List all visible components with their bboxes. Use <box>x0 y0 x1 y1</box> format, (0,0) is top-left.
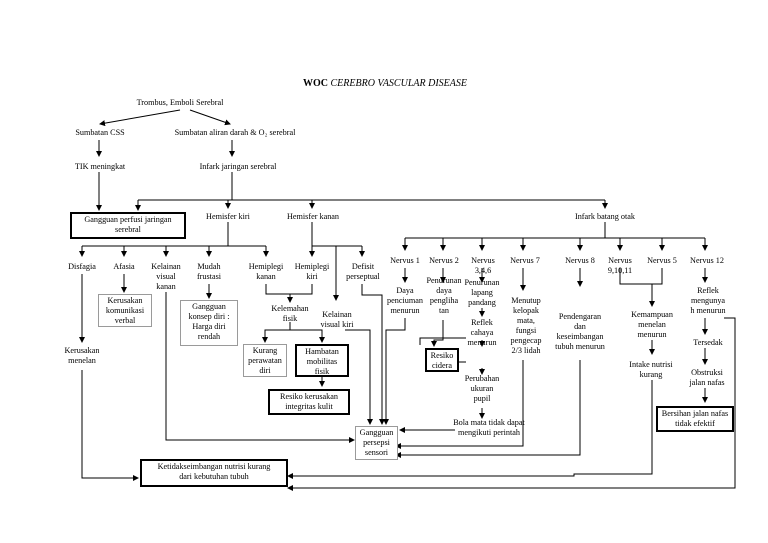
node-infark-serebral: Infark jaringan serebral <box>199 162 277 171</box>
node-reflek-menguyah: Reflek mengunya h menurun <box>690 286 726 315</box>
node-mudah-frustasi: Mudah frustasi <box>196 262 222 281</box>
node-tersedak: Tersedak <box>693 338 723 347</box>
arrow-to-sumbatan-aliran <box>189 109 231 126</box>
node-hemisfer-kiri: Hemisfer kiri <box>206 212 250 221</box>
node-penurunan-penglihatan: Penurunan daya pengliha tan <box>426 276 462 315</box>
diagnosis-gangguan-konsep: Gangguan konsep diri : Harga diri rendah <box>180 300 238 346</box>
node-bola-mata: Bola mata tidak dapat mengikuti perintah <box>453 418 525 437</box>
node-pendengaran: Pendengaran dan keseimbangan tubuh menur… <box>555 312 605 351</box>
node-menutup-kelopak: Menutup kelopak mata, fungsi pengecap 2/… <box>510 296 542 355</box>
node-nervus-346: Nervus 3,4,6 <box>471 256 495 275</box>
node-nervus-7: Nervus 7 <box>510 256 540 265</box>
node-kelainan-visual-kanan: Kelainan visual kanan <box>151 262 181 291</box>
hemisfer-kiri-branches <box>82 222 266 247</box>
node-hemiplegi-kiri: Hemiplegi kiri <box>294 262 330 281</box>
diagnosis-resiko-kerusakan: Resiko kerusakan integritas kulit <box>268 389 350 415</box>
diagram-title: WOC CEREBRO VASCULAR DISEASE <box>303 78 467 89</box>
diagnosis-kurang-perawatan: Kurang perawatan diri <box>243 344 287 377</box>
node-daya-penciuman: Daya penciuman menurun <box>387 286 423 315</box>
node-sumbatan-aliran: Sumbatan aliran darah & O₂ serebral <box>174 128 296 137</box>
node-afasia: Afasia <box>113 262 135 271</box>
diagnosis-gangguan-perfusi: Gangguan perfusi jaringan serebral <box>70 212 186 239</box>
node-defisit-perseptual: Defisit perseptual <box>346 262 380 281</box>
node-trombus: Trombus, Emboli Serebral <box>136 98 224 107</box>
node-nervus-91011: Nervus 9,10,11 <box>607 256 633 275</box>
node-intake-nutrisi: Intake nutrisi kurang <box>629 360 673 379</box>
hemisfer-kanan-branches <box>311 222 362 247</box>
node-obstruksi: Obstruksi jalan nafas <box>689 368 725 387</box>
diagnosis-resiko-cidera: Resiko cidera <box>425 348 459 372</box>
diagnosis-bersihan: Bersihan jalan nafas tidak efektif <box>656 406 734 432</box>
node-infark-batang: Infark batang otak <box>574 212 635 221</box>
node-kelainan-visual-kiri: Kelainan visual kiri <box>320 310 354 329</box>
diagnosis-gangguan-persepsi: Gangguan persepsi sensori <box>355 426 398 460</box>
node-hemiplegi-kanan: Hemiplegi kanan <box>248 262 284 281</box>
node-hemisfer-kanan: Hemisfer kanan <box>286 212 340 221</box>
node-kelemahan-fisik: Kelemahan fisik <box>271 304 309 323</box>
node-nervus-8: Nervus 8 <box>565 256 595 265</box>
node-kerusakan-menelan: Kerusakan menelan <box>64 346 100 365</box>
node-nervus-1: Nervus 1 <box>390 256 420 265</box>
node-perubahan-ukuran: Perubahan ukuran pupil <box>464 374 500 403</box>
node-refleks-cahaya: Reflek cahaya menurun <box>467 318 497 347</box>
diagnosis-ketidakseimbangan: Ketidakseimbangan nutrisi kurang dari ke… <box>140 459 288 487</box>
batang-otak-branches <box>405 222 705 239</box>
node-sumbatan-css: Sumbatan CSS <box>75 128 125 137</box>
node-kemampuan-menelan: Kemampuan menelan menurun <box>631 310 673 339</box>
infark-horizontal <box>138 172 605 201</box>
node-penurunan-lapang: Penurunan lapang pandang <box>464 278 500 307</box>
diagnosis-hambatan-mobilitas: Hambatan mobilitas fisik <box>295 344 349 377</box>
diagnosis-kerusakan-komunikasi: Kerusakan komunikasi verbal <box>98 294 152 327</box>
node-nervus-2: Nervus 2 <box>429 256 459 265</box>
node-tik: TIK meningkat <box>74 162 126 171</box>
node-nervus-5: Nervus 5 <box>647 256 677 265</box>
node-nervus-12: Nervus 12 <box>690 256 724 265</box>
node-disfagia: Disfagia <box>68 262 96 271</box>
arrow-to-sumbatan-css <box>99 109 181 127</box>
